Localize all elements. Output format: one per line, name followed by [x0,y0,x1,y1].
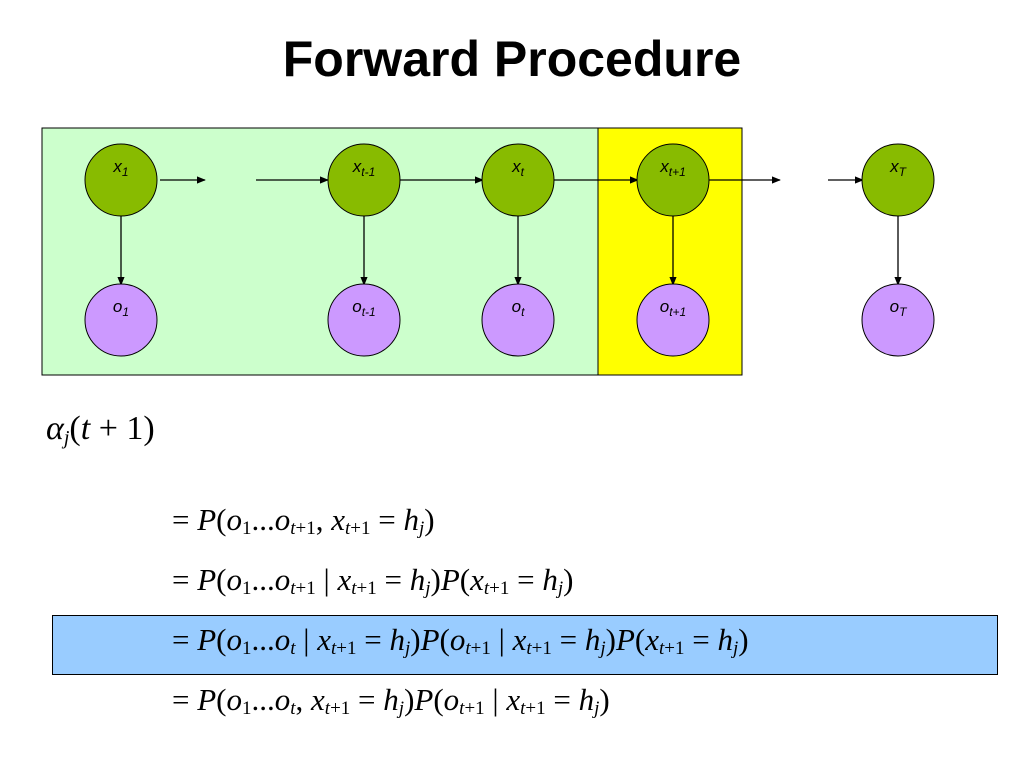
hidden-label: x1 [112,157,128,179]
hidden-label: xt+1 [659,157,686,179]
observed-node-3: ot [481,283,555,357]
observed-label: ot [512,297,525,319]
hidden-node-5: xT [861,143,935,217]
equation-line-1: = P(o1...ot+1, xt+1 = hj) [172,502,435,539]
slide-title: Forward Procedure [282,31,742,87]
hidden-label: xT [889,157,908,179]
equation-line-4: = P(o1...ot, xt+1 = hj)P(ot+1 | xt+1 = h… [172,682,610,719]
observed-node-4: ot+1 [636,283,710,357]
hidden-node-4: xt+1 [636,143,710,217]
hidden-node-1: x1 [84,143,158,217]
observed-node-5: oT [861,283,935,357]
hidden-label: xt [511,157,525,179]
hidden-node-2: xt-1 [327,143,401,217]
observed-label: o1 [113,297,129,319]
hidden-label: xt-1 [352,157,376,179]
observed-label: ot+1 [660,297,686,319]
observed-node-2: ot-1 [327,283,401,357]
observed-label: ot-1 [352,297,375,319]
hidden-node-3: xt [481,143,555,217]
highlighted-step [52,615,998,675]
observed-label: oT [890,297,908,319]
equation-line-3: = P(o1...ot | xt+1 = hj)P(ot+1 | xt+1 = … [172,622,749,659]
hmm-diagram: x1 xt-1 xt xt+1 xT o1 ot-1 ot ot+1 oT [41,127,935,376]
equation-line-2: = P(o1...ot+1 | xt+1 = hj)P(xt+1 = hj) [172,562,574,599]
observed-node-1: o1 [84,283,158,357]
alpha-lhs: αj(t + 1) [46,410,155,449]
